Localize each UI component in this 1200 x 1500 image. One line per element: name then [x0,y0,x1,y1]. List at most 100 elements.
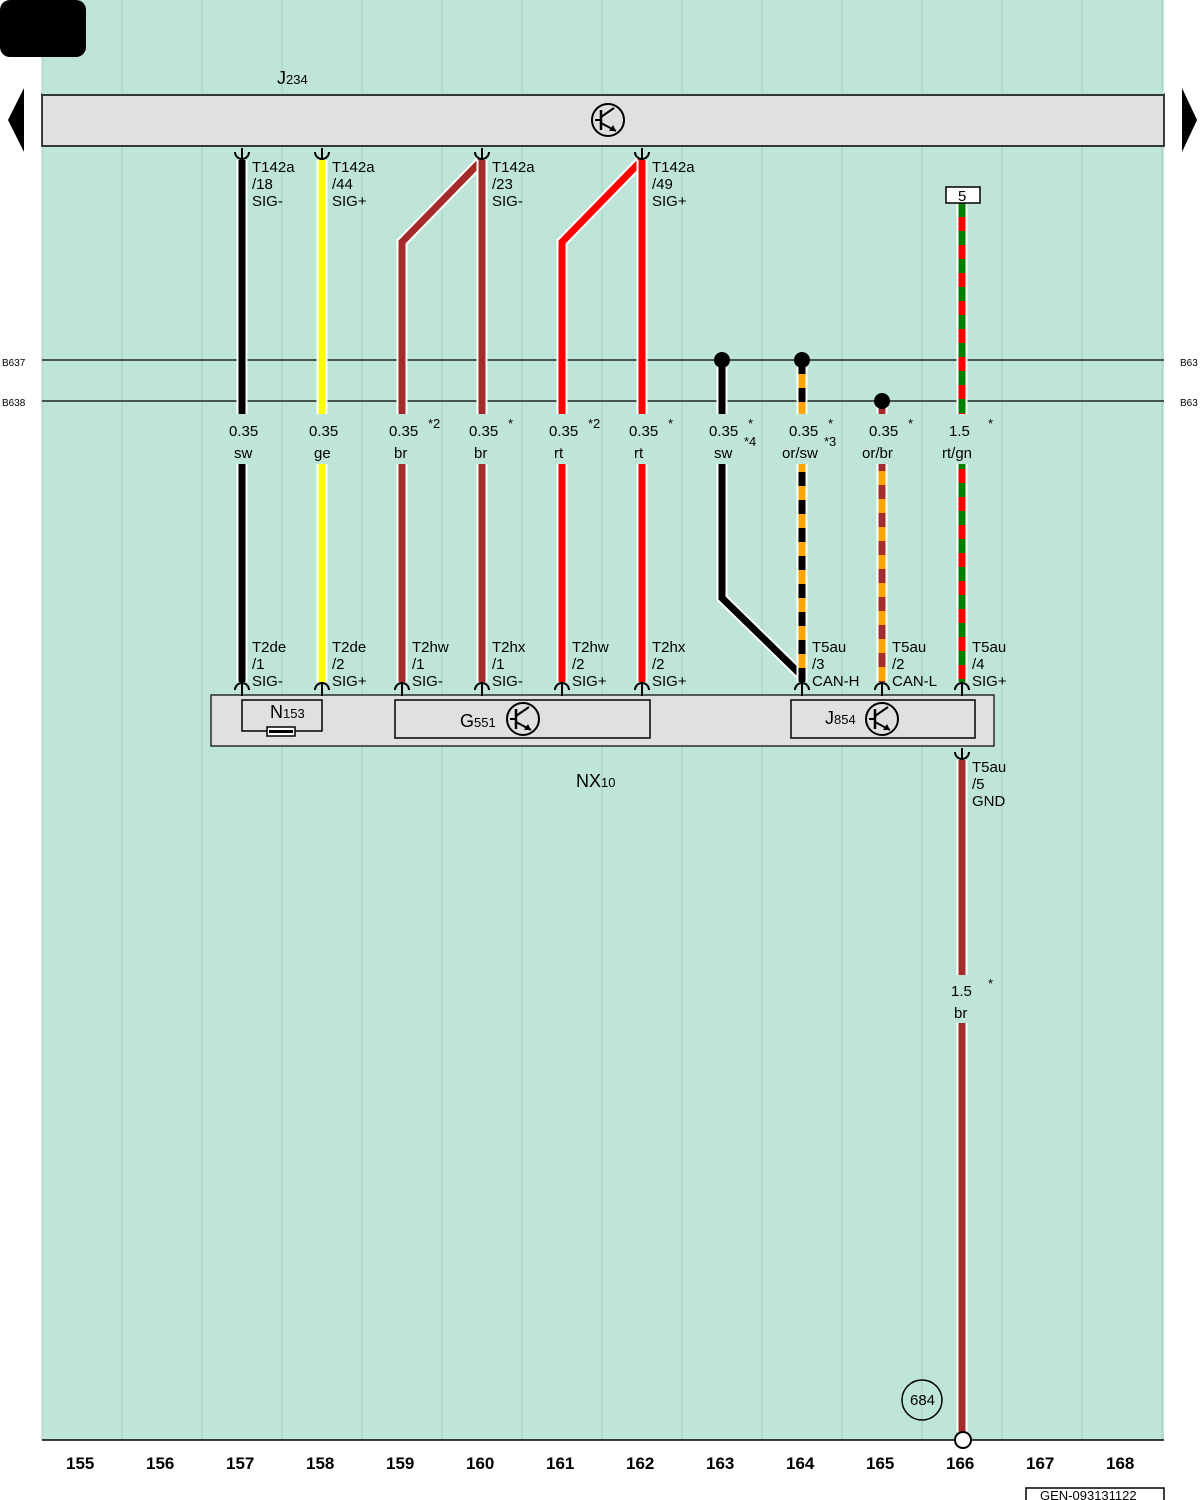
column-number: 158 [306,1454,334,1473]
wire-label-gap [454,414,510,464]
top-pin-label: SIG- [492,193,523,210]
bottom-pin-label: SIG- [492,673,523,690]
wire-size-label: 0.35 [229,423,258,440]
top-pin-label: /44 [332,176,353,193]
wire-color-label: br [394,445,407,462]
bottom-pin-label: T5au [892,639,926,656]
connector-box [945,186,981,204]
wire-color-label: br [954,1005,967,1022]
column-number: 163 [706,1454,734,1473]
column-number: 161 [546,1454,574,1473]
top-pin-label: /23 [492,176,513,193]
connector-box-label: 5 [958,188,966,205]
wire-note: *4 [744,434,756,449]
wire-color-label: br [474,445,487,462]
column-number: 166 [946,1454,974,1473]
wire-color-label: sw [234,445,253,462]
transistor-icon [591,103,625,137]
column-number: 168 [1106,1454,1134,1473]
ground-reference-label: 684 [910,1392,935,1409]
module-j854-label: J854 [825,708,856,728]
top-pin-label: /18 [252,176,273,193]
wire-note: * [988,976,993,991]
bottom-pin-label: T5au [972,639,1006,656]
bottom-pin-label: /3 [812,656,825,673]
wire-size-label: 0.35 [389,423,418,440]
bottom-pin-label: T2de [332,639,366,656]
column-number: 160 [466,1454,494,1473]
wire-label-gap [694,414,750,464]
wire-group: 0.35swT142a/18SIG-T2de/1SIG-0.35geT142a/… [214,148,1007,1432]
wire-color-label: rt [554,445,564,462]
control-unit-top-label: J234 [277,68,308,88]
splice-dot [794,352,810,368]
ground-reference-circle [901,1379,943,1421]
wire-size-label: 1.5 [951,983,972,1000]
wire-label-gap [294,414,350,464]
column-number: 159 [386,1454,414,1473]
wire-color-label: sw [714,445,733,462]
top-pin-label: SIG- [252,193,283,210]
bus-label-b638-right: B63 [1180,398,1198,409]
transistor-icon [865,702,899,736]
module-j854 [790,699,976,739]
wire-note: * [508,416,513,431]
nav-left-arrow[interactable] [8,88,24,152]
module-g551 [394,699,651,739]
wire-size-label: 0.35 [549,423,578,440]
column-number: 156 [146,1454,174,1473]
nav-right-arrow[interactable] [1182,88,1197,152]
wire-label-gap [614,414,670,464]
top-pin-label: T142a [332,159,375,176]
wire-note: *2 [588,416,600,431]
column-number: 157 [226,1454,254,1473]
column-number: 164 [786,1454,815,1473]
wire-color-label: rt [634,445,644,462]
footer-code: GEN-093131122 [1040,1488,1137,1500]
housing-nx10-label: NX10 [576,771,615,791]
wire-note: * [988,416,993,431]
top-pin-label: T142a [652,159,695,176]
wire-size-label: 0.35 [629,423,658,440]
wire-size-label: 0.35 [789,423,818,440]
column-number: 155 [66,1454,94,1473]
wire-note: * [668,416,673,431]
wire-label-gap [374,414,430,464]
top-pin-label: T142a [492,159,535,176]
bottom-pin-label: SIG- [412,673,443,690]
wire-size-label: 0.35 [709,423,738,440]
wire-note: * [908,416,913,431]
ground-pin-label: GND [972,793,1006,810]
ground-terminal [954,1431,972,1449]
bus-label-b638: B638 [2,398,26,409]
bottom-pin-label: /2 [572,656,585,673]
wire-label-gap [934,414,990,464]
splice-dot [714,352,730,368]
wire-label-gap [934,975,990,1023]
bottom-pin-label: T5au [812,639,846,656]
wire-label-gap [774,414,830,464]
top-pin-label: T142a [252,159,295,176]
bottom-pin-label: /2 [892,656,905,673]
footer-code-box [1025,1487,1165,1500]
transistor-icon [506,702,540,736]
bus-label-b637: B637 [2,358,26,369]
wire-note: * [748,416,753,431]
column-number: 165 [866,1454,894,1473]
wire-size-label: 0.35 [309,423,338,440]
wire-color-label: or/sw [782,445,818,462]
wire-color-label: rt/gn [942,445,972,462]
column-number: 162 [626,1454,654,1473]
bottom-pin-label: CAN-H [812,673,860,690]
bottom-pin-label: T2de [252,639,286,656]
bottom-pin-label: /2 [332,656,345,673]
wire-label-gap [854,414,910,464]
ground-pin-label: T5au [972,759,1006,776]
top-pin-label: SIG+ [332,193,367,210]
bottom-pin-label: T2hx [492,639,526,656]
bottom-pin-label: T2hw [412,639,449,656]
ground-pin-label: /5 [972,776,985,793]
bus-label-b637-right: B63 [1180,358,1198,369]
